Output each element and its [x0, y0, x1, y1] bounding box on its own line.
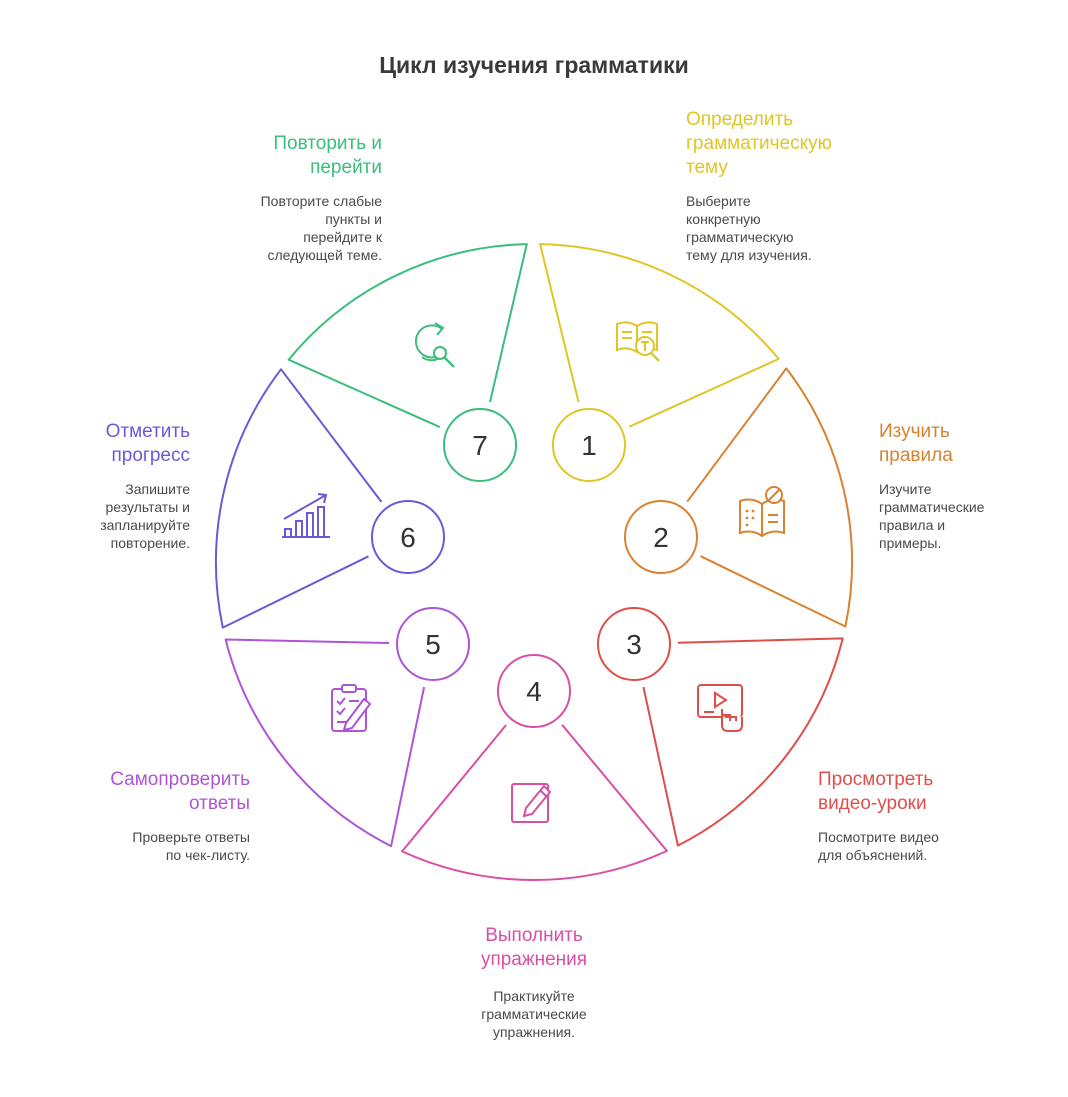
step-title-line: Определить	[686, 109, 794, 130]
cycle-segment-4: 4	[401, 654, 668, 881]
step-number-circle-3	[597, 607, 671, 681]
step-description-line: примеры.	[879, 535, 942, 551]
segment-outline-6	[215, 368, 383, 629]
step-number-circle-7	[443, 408, 517, 482]
step-description-6: Запишите результаты и запланируйте повторен…	[100, 480, 190, 552]
step-title-line: Выполнить	[485, 925, 583, 946]
step-title-4: Выполнить упражнения	[384, 924, 684, 972]
step-description-line: Проверьте ответы	[132, 829, 250, 845]
step-number-3: 3	[626, 629, 642, 660]
step-title-line: Повторить и	[273, 133, 382, 154]
step-description-3: Посмотрите видео для объяснений.	[818, 828, 939, 864]
step-number-circle-5	[396, 607, 470, 681]
step-title-3: Просмотреть видео-уроки	[818, 768, 933, 816]
cycle-segment-3: 3	[597, 607, 844, 847]
step-description-line: правила и	[879, 517, 946, 533]
cycle-segment-5: 5	[224, 607, 470, 848]
cycle-segment-7: 7	[287, 243, 528, 482]
step-title-line: прогресс	[111, 445, 191, 466]
step-title-line: видео-уроки	[818, 793, 927, 814]
step-title-line: Самопроверить	[110, 769, 250, 790]
segment-outline-1	[539, 243, 780, 428]
step-title-line: Отметить	[105, 421, 190, 442]
step-description-line: грамматические	[481, 1006, 587, 1022]
step-description-line: по чек-листу.	[165, 847, 250, 863]
step-description-line: Практикуйте	[493, 988, 575, 1004]
step-description-line: Посмотрите видео	[818, 829, 939, 845]
segment-outline-2	[686, 367, 853, 628]
step-number-5: 5	[425, 629, 441, 660]
step-description-7: Повторите слабые пункты и перейдите к следу…	[261, 192, 382, 264]
step-description-line: пункты и	[325, 211, 382, 227]
step-title-6: Отметить прогресс	[106, 420, 190, 468]
step-description-line: тему для изучения.	[686, 247, 812, 263]
cycle-segment-1: 1	[539, 243, 780, 482]
step-title-line: грамматическую	[686, 133, 832, 154]
step-title-line: тему	[686, 157, 728, 178]
step-title-1: Определить грамматическую тему	[686, 108, 832, 180]
step-description-line: конкретную	[686, 211, 761, 227]
step-description-line: следующей теме.	[267, 247, 382, 263]
segment-outline-3	[642, 637, 844, 847]
step-title-line: Изучить	[879, 421, 950, 442]
step-title-line: ответы	[188, 793, 250, 814]
segment-outline-5	[224, 638, 426, 848]
step-title-7: Повторить и перейти	[273, 132, 382, 180]
cycle-segment-6: 6	[215, 368, 445, 629]
step-title-line: Просмотреть	[818, 769, 934, 790]
step-description-line: запланируйте	[100, 517, 190, 533]
step-description-line: перейдите к	[303, 229, 382, 245]
step-title-2: Изучить правила	[879, 420, 953, 468]
step-number-4: 4	[526, 676, 542, 707]
step-description-line: упражнения.	[492, 1024, 576, 1040]
diagram-title: Цикл изучения грамматики	[379, 52, 689, 78]
open-book-icon	[739, 486, 785, 538]
step-description-5: Проверьте ответы по чек-листу.	[132, 828, 250, 864]
segment-outline-7	[287, 243, 528, 429]
step-description-line: Выберите	[686, 193, 751, 209]
step-number-circle-1	[552, 408, 626, 482]
step-description-line: Повторите слабые	[260, 193, 382, 209]
step-number-1: 1	[581, 430, 597, 461]
progress-chart-icon	[282, 493, 330, 538]
step-title-line: перейти	[310, 157, 382, 178]
step-number-7: 7	[472, 430, 488, 461]
segment-outline-4	[401, 724, 668, 881]
step-title-5: Самопроверить ответы	[110, 768, 250, 816]
step-number-circle-6	[371, 500, 445, 574]
book-search-icon	[616, 321, 660, 362]
step-description-1: Выберите конкретную грамматическую тему для…	[686, 192, 812, 264]
step-description-line: грамматические	[879, 499, 985, 515]
step-number-6: 6	[400, 522, 416, 553]
step-description-line: грамматическую	[686, 229, 794, 245]
video-lesson-icon	[697, 684, 743, 732]
step-description-line: Запишите	[125, 481, 190, 497]
step-number-circle-4	[497, 654, 571, 728]
step-description-line: Изучите	[879, 481, 932, 497]
step-title-line: упражнения	[480, 949, 588, 970]
step-title-line: правила	[879, 445, 953, 466]
step-description-line: для объяснений.	[818, 847, 928, 863]
edit-note-icon	[511, 783, 552, 823]
step-description-2: Изучите грамматические правила и примеры.	[879, 480, 984, 552]
cycle-segment-2: 2	[624, 367, 853, 628]
step-description-4: Практикуйте грамматические упражнения.	[384, 987, 684, 1041]
step-number-circle-2	[624, 500, 698, 574]
step-number-2: 2	[653, 522, 669, 553]
checklist-icon	[331, 684, 372, 732]
step-description-line: результаты и	[105, 499, 190, 515]
step-description-line: повторение.	[110, 535, 190, 551]
repeat-search-icon	[414, 322, 455, 368]
